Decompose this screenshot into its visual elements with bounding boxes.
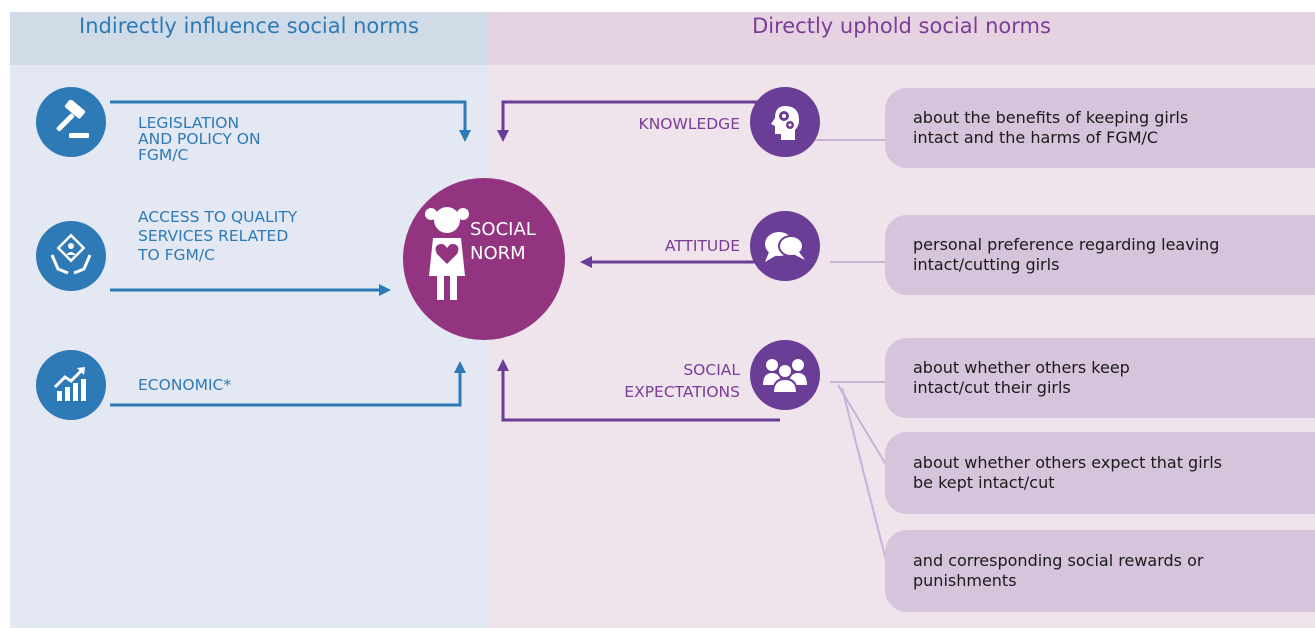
- direct-header: Directly uphold social norms: [752, 14, 1051, 38]
- social-expectations-label: SOCIAL EXPECTATIONS: [624, 361, 740, 401]
- indirect-header-band: [10, 12, 488, 65]
- growth-chart-icon: [36, 350, 106, 420]
- social-norm-circle: [403, 178, 565, 340]
- economic-label: ECONOMIC*: [138, 376, 232, 394]
- services-label: ACCESS TO QUALITY SERVICES RELATED TO FG…: [138, 208, 298, 264]
- legislation-arrow: [110, 100, 471, 142]
- head-gears-icon: [750, 87, 820, 157]
- attitude-label: ATTITUDE: [664, 237, 740, 255]
- indirect-header: Indirectly influence social norms: [79, 14, 419, 38]
- girl-holding-heart-icon: [425, 207, 469, 300]
- gavel-icon: [36, 87, 106, 157]
- social-norm-label: SOCIAL NORM: [470, 219, 536, 264]
- knowledge-label: KNOWLEDGE: [638, 115, 740, 133]
- speech-bubbles-icon: [750, 211, 820, 281]
- direct-header-band: [488, 12, 1315, 65]
- people-group-icon: [750, 340, 820, 410]
- hands-service-icon: [36, 221, 106, 291]
- legislation-label: LEGISLATION AND POLICY ON FGM/C: [138, 114, 261, 164]
- expectations-arrow: [497, 359, 780, 422]
- economic-arrow: [110, 361, 466, 407]
- knowledge-arrow: [497, 100, 785, 142]
